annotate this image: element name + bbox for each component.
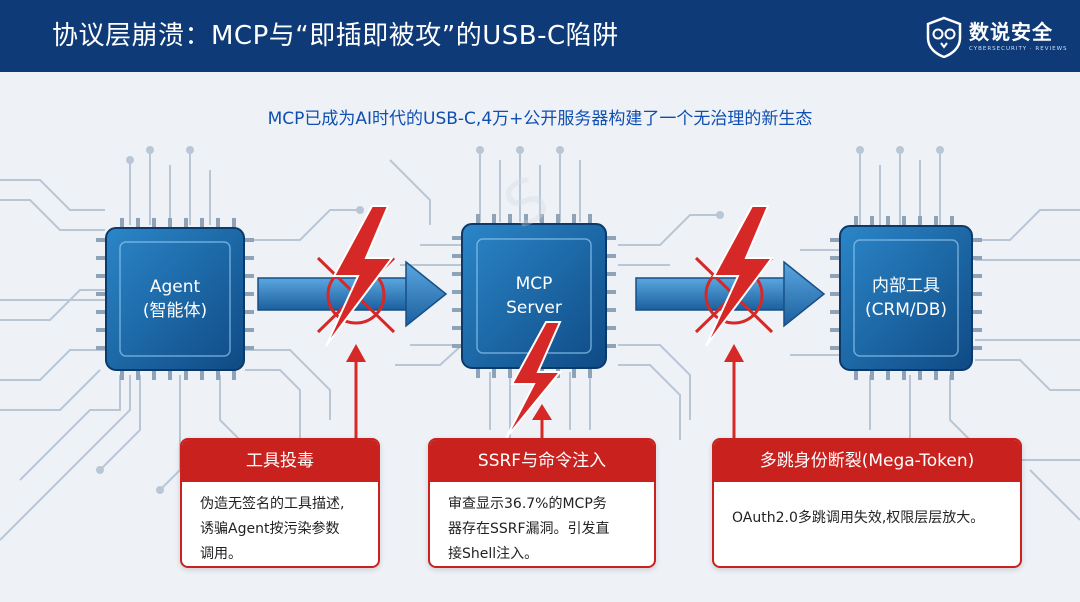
card-line: OAuth2.0多跳调用失效,权限层层放大。 — [732, 510, 985, 526]
attack-card-tool-poisoning: 工具投毒 伪造无签名的工具描述, 诱骗Agent按污染参数 调用。 — [180, 438, 380, 568]
card-line: 伪造无签名的工具描述, — [200, 496, 345, 512]
chip-label-line: MCP — [515, 274, 553, 294]
chip-label-line: Server — [506, 298, 562, 318]
chip-mcp-server — [452, 214, 616, 378]
chip-label-line: (智能体) — [142, 301, 208, 321]
attack-arrow-1 — [346, 344, 366, 442]
lightning-icon-2 — [505, 321, 563, 439]
circuit-traces — [0, 150, 1080, 541]
page-title: 协议层崩溃：MCP与“即插即被攻”的USB-C陷阱 — [52, 21, 619, 51]
chip-agent — [96, 218, 254, 380]
chip-label-mcp-server: MCP Server — [462, 272, 606, 320]
lightning-icon-3 — [705, 205, 774, 347]
owl-shield-icon — [926, 16, 962, 58]
card-body: 审查显示36.7%的MCP务 器存在SSRF漏洞。引发直 接Shell注入。 — [430, 482, 654, 566]
card-line: 器存在SSRF漏洞。引发直 — [448, 521, 610, 537]
subtitle: MCP已成为AI时代的USB-C,4万+公开服务器构建了一个无治理的新生态 — [267, 109, 813, 129]
card-line: 接Shell注入。 — [448, 546, 539, 562]
chip-label-line: Agent — [149, 277, 201, 297]
card-body: OAuth2.0多跳调用失效,权限层层放大。 — [714, 482, 1020, 541]
chip-label-line: (CRM/DB) — [864, 300, 948, 320]
lightning-icon-1 — [325, 205, 394, 347]
attack-card-multi-hop-identity: 多跳身份断裂(Mega-Token) OAuth2.0多跳调用失效,权限层层放大… — [712, 438, 1022, 568]
chip-label-internal-tools: 内部工具 (CRM/DB) — [840, 274, 972, 322]
title-bar: 协议层崩溃：MCP与“即插即被攻”的USB-C陷阱 数说安全 CYBERSECU… — [0, 0, 1080, 72]
chip-internal-tools — [830, 216, 982, 380]
logo-tagline: CYBERSECURITY · REVIEWS — [969, 46, 1068, 52]
card-body: 伪造无签名的工具描述, 诱骗Agent按污染参数 调用。 — [182, 482, 378, 566]
card-line: 调用。 — [200, 546, 242, 562]
card-line: 诱骗Agent按污染参数 — [200, 521, 340, 537]
card-line: 审查显示36.7%的MCP务 — [448, 496, 607, 512]
card-title: 工具投毒 — [182, 440, 378, 482]
attack-arrow-2 — [532, 404, 552, 442]
card-title: 多跳身份断裂(Mega-Token) — [714, 440, 1020, 482]
attack-card-ssrf: SSRF与命令注入 审查显示36.7%的MCP务 器存在SSRF漏洞。引发直 接… — [428, 438, 656, 568]
chip-label-agent: Agent (智能体) — [106, 275, 244, 323]
chip-label-line: 内部工具 — [872, 276, 940, 296]
attack-arrow-3 — [724, 344, 744, 442]
logo-name: 数说安全 — [969, 20, 1053, 44]
brand-logo: 数说安全 CYBERSECURITY · REVIEWS — [925, 14, 1068, 60]
card-title: SSRF与命令注入 — [430, 440, 654, 482]
